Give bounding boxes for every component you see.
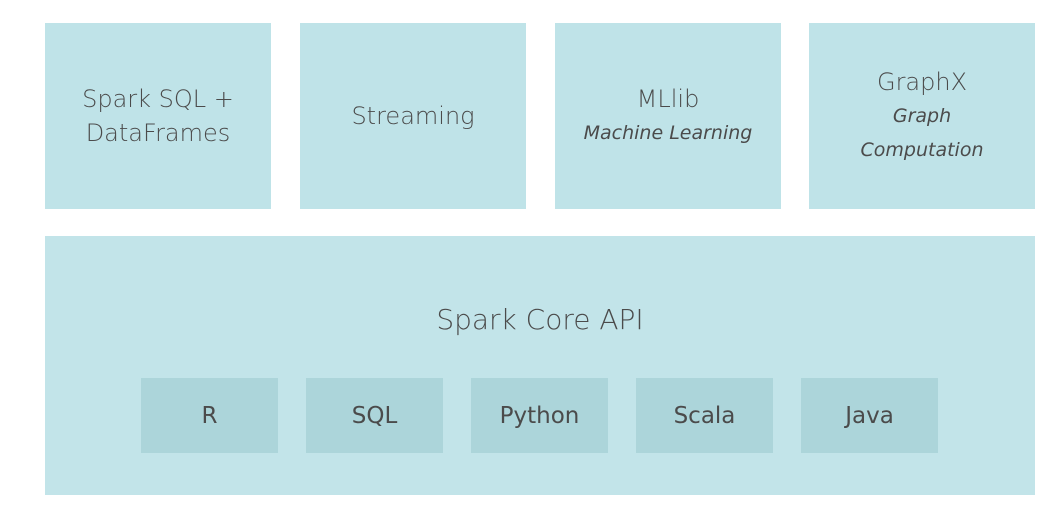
language-scala: Scala — [636, 378, 773, 453]
module-title: Streaming — [351, 102, 475, 130]
module-mllib: MLlib Machine Learning — [555, 23, 781, 209]
module-spark-sql-dataframes: Spark SQL + DataFrames — [45, 23, 271, 209]
language-python: Python — [471, 378, 608, 453]
spark-core-api-block: Spark Core API R SQL Python Scala Java — [45, 236, 1035, 495]
module-subtitle: Graph Computation — [860, 105, 984, 161]
core-title: Spark Core API — [436, 303, 644, 336]
module-subtitle: Machine Learning — [583, 122, 753, 144]
language-java: Java — [801, 378, 938, 453]
module-graphx: GraphX Graph Computation — [809, 23, 1035, 209]
language-sql: SQL — [306, 378, 443, 453]
module-title: MLlib — [636, 85, 700, 113]
module-title: GraphX — [876, 68, 968, 96]
module-streaming: Streaming — [300, 23, 526, 209]
language-r: R — [141, 378, 278, 453]
module-title: Spark SQL + DataFrames — [82, 85, 234, 147]
